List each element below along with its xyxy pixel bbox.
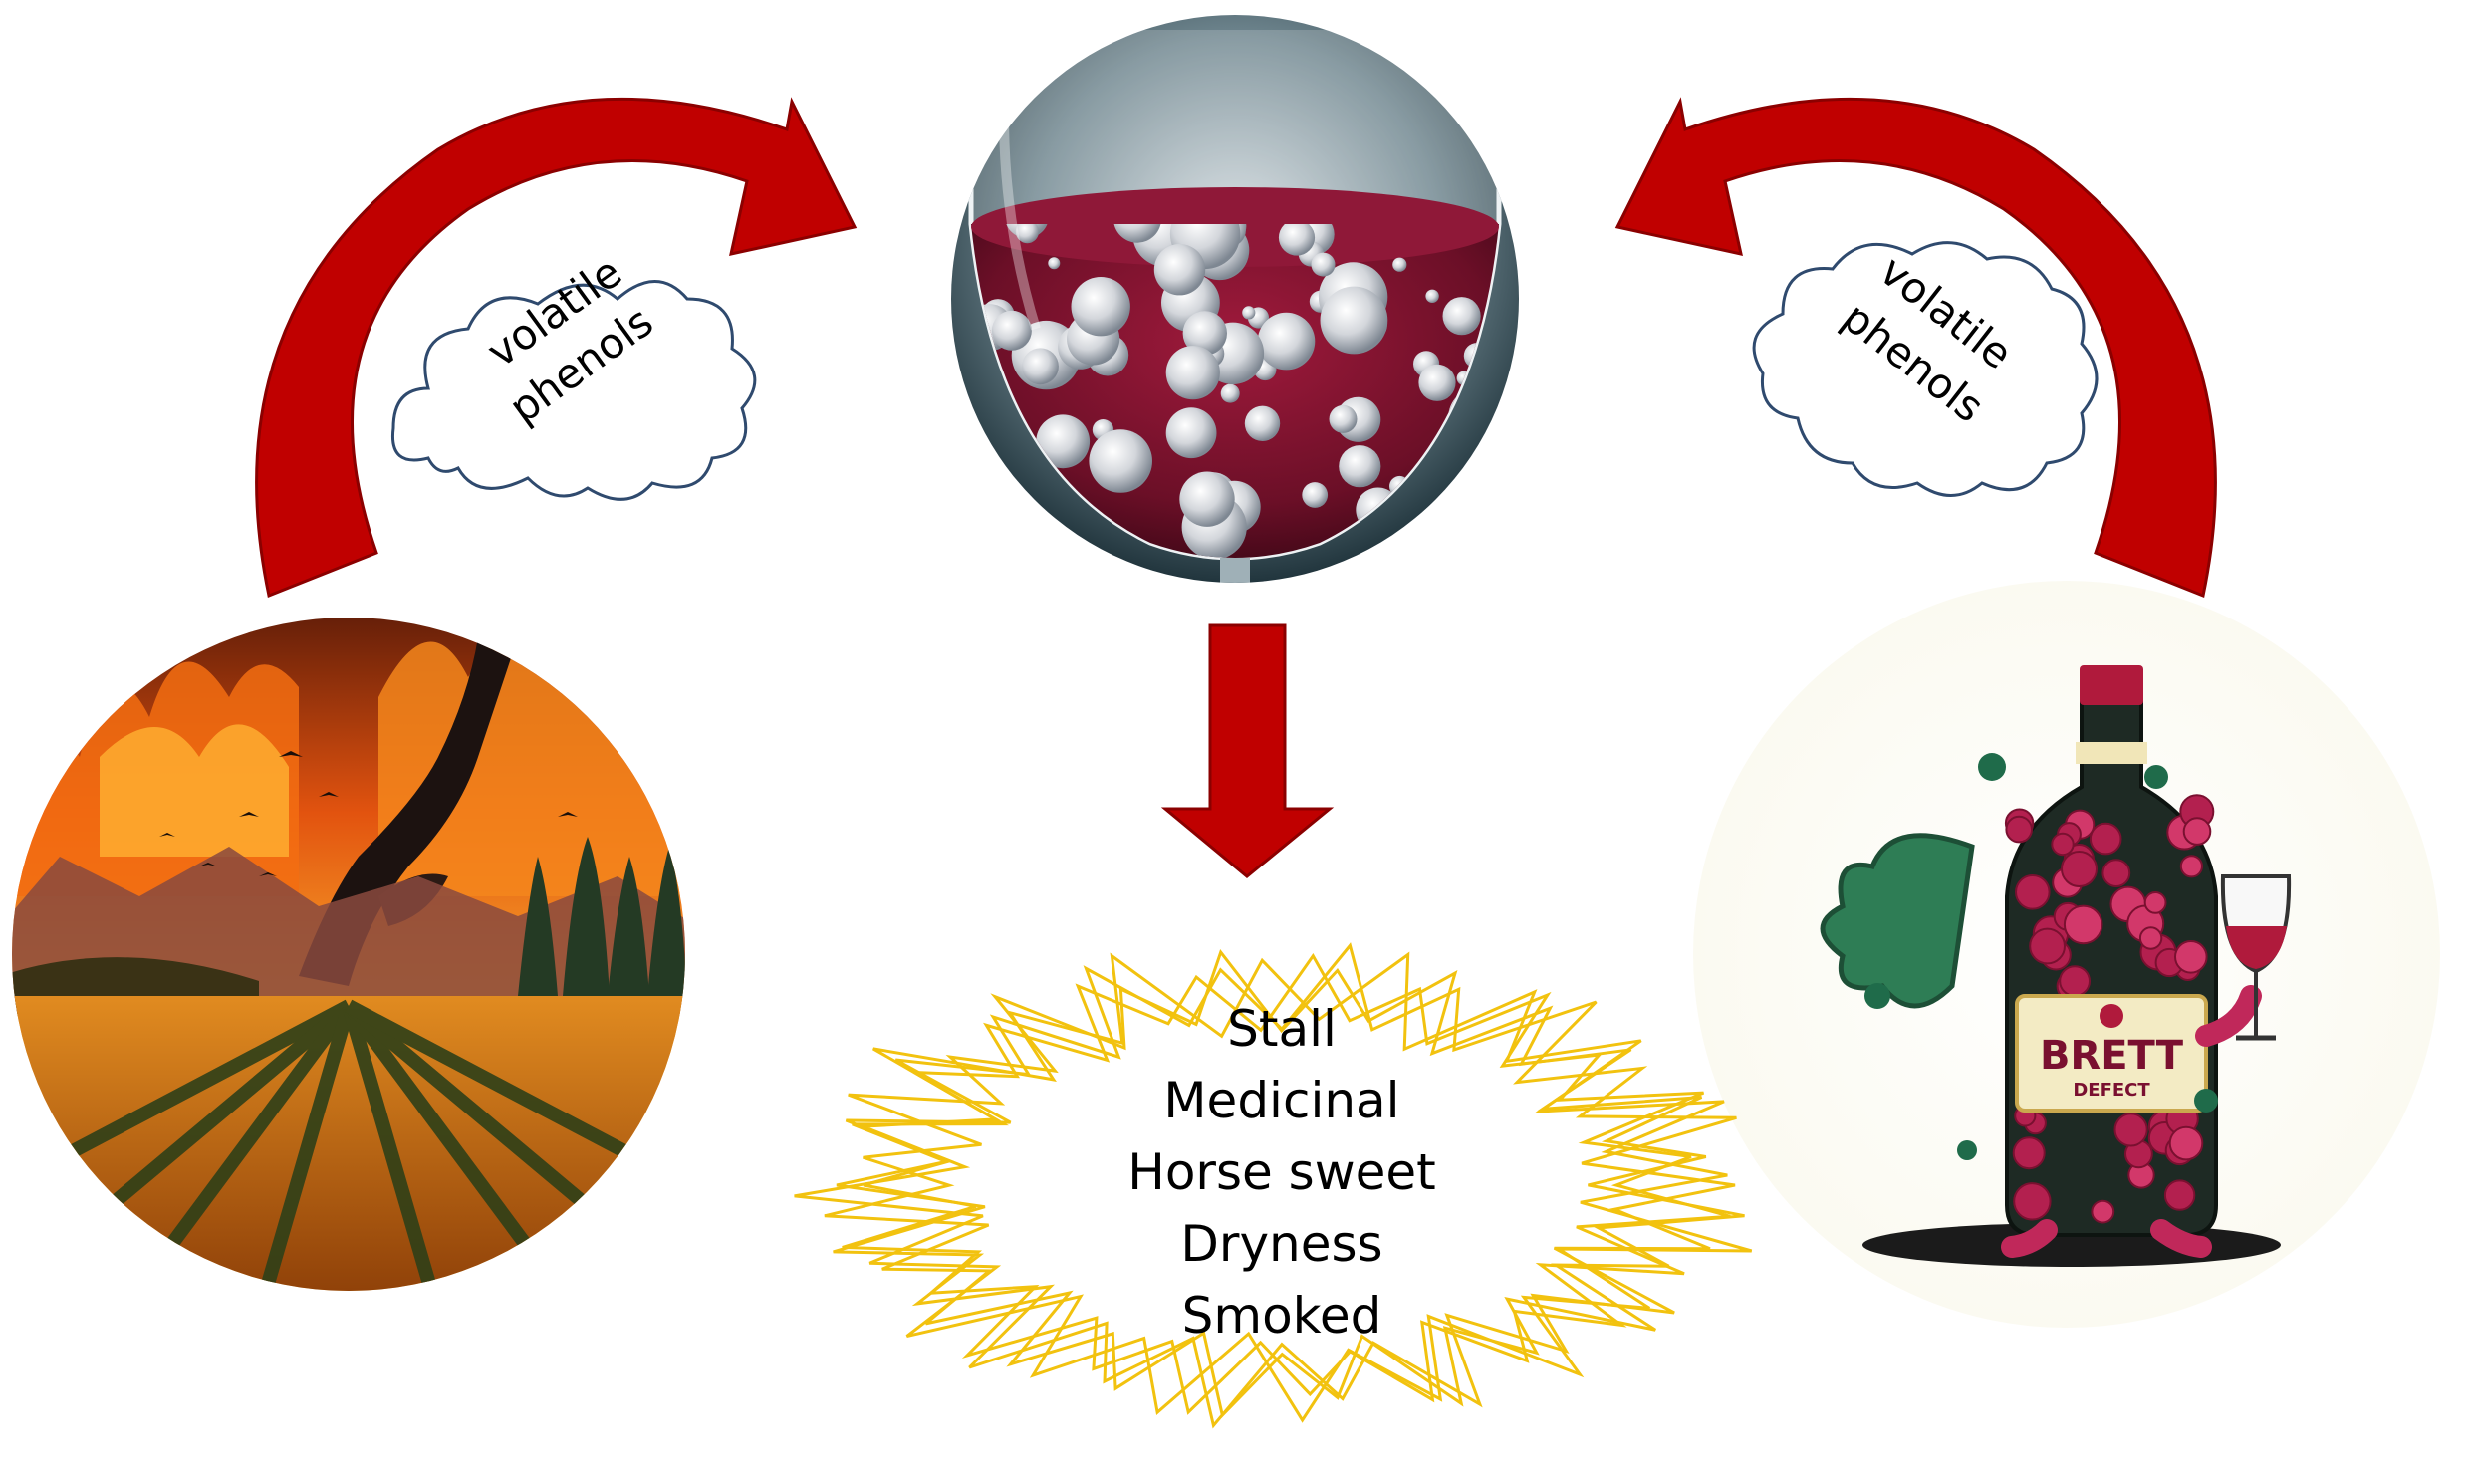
- bubble: [1113, 224, 1161, 243]
- grape: [2012, 1136, 2046, 1170]
- bubble: [1089, 429, 1152, 493]
- grape: [2029, 927, 2067, 965]
- bubble: [1179, 471, 1235, 527]
- grape: [2179, 855, 2203, 878]
- brett-bottle-image: BRETT DEFECT: [1693, 581, 2440, 1328]
- bubble: [1320, 286, 1388, 355]
- grape: [2015, 874, 2051, 910]
- bubble: [1071, 277, 1130, 337]
- bubble: [1220, 383, 1240, 403]
- starburst-outline: [833, 942, 1737, 1429]
- aroma-descriptor-list: Stall Medicinal Horse sweet Dryness Smok…: [1127, 1000, 1436, 1345]
- descriptor-smoked: Smoked: [1182, 1287, 1382, 1345]
- bubble: [1165, 407, 1217, 459]
- grape-leaf-icon: [1820, 833, 1975, 1009]
- bubble: [1015, 224, 1040, 244]
- starburst-outline: [824, 948, 1745, 1419]
- grape: [2063, 904, 2103, 945]
- descriptor-dryness: Dryness: [1180, 1215, 1382, 1273]
- down-arrow: [1160, 623, 1335, 878]
- grape-cluster: [2004, 794, 2215, 1224]
- bubble: [1339, 445, 1381, 488]
- curved-arrow-left: [255, 97, 858, 599]
- grape: [2163, 1179, 2196, 1211]
- bubble: [1436, 482, 1499, 546]
- bubble: [1425, 289, 1439, 303]
- grape: [2101, 859, 2131, 887]
- bubble: [1153, 244, 1206, 296]
- bubble: [1257, 312, 1316, 371]
- descriptor-horse-sweet: Horse sweet: [1127, 1143, 1436, 1201]
- bubble: [1392, 257, 1407, 272]
- brett-label: BRETT DEFECT: [2015, 994, 2208, 1113]
- bubble: [1329, 404, 1358, 433]
- grape: [2005, 815, 2033, 844]
- bubble: [1442, 297, 1481, 336]
- bubble: [1418, 364, 1456, 401]
- starburst-outline: [842, 952, 1731, 1415]
- bubble: [1036, 414, 1091, 469]
- bubble: [1012, 500, 1039, 527]
- bubble: [1244, 405, 1281, 441]
- wine-glass-image: [951, 15, 1519, 583]
- grape: [2113, 1113, 2148, 1147]
- grape: [2143, 891, 2167, 914]
- grape: [2061, 851, 2098, 887]
- bubble: [1302, 482, 1329, 508]
- bubble: [991, 310, 1032, 351]
- grape: [2059, 965, 2092, 997]
- bottle-label-main: BRETT: [2040, 1033, 2184, 1079]
- grape: [2091, 1199, 2115, 1224]
- grape: [2138, 926, 2163, 950]
- descriptor-stall: Stall: [1227, 1000, 1337, 1058]
- bubble: [1182, 311, 1228, 356]
- bubble: [1242, 306, 1256, 320]
- cloud-right: volatile phenols: [1752, 241, 2099, 497]
- bubble: [1048, 257, 1061, 270]
- descriptor-medicinal: Medicinal: [1163, 1072, 1399, 1129]
- aroma-starburst: [794, 942, 1753, 1429]
- bubble: [1022, 348, 1059, 385]
- bottle-label-sub: DEFECT: [2073, 1080, 2150, 1101]
- starburst-outline: [794, 951, 1753, 1423]
- cloud-left: volatile phenols: [390, 247, 757, 501]
- grape: [2168, 1125, 2204, 1161]
- small-wine-glass-icon: [2220, 874, 2292, 1041]
- bubble: [1278, 224, 1316, 256]
- grape: [2089, 822, 2122, 856]
- wildfire-vineyard-image: [12, 618, 685, 1291]
- grape: [2051, 832, 2075, 857]
- curved-arrow-right: [1614, 97, 2217, 599]
- grape: [2182, 817, 2212, 846]
- grape: [2174, 940, 2208, 974]
- bubble: [1165, 346, 1220, 400]
- grape: [2013, 1182, 2052, 1221]
- bubble: [1311, 252, 1336, 277]
